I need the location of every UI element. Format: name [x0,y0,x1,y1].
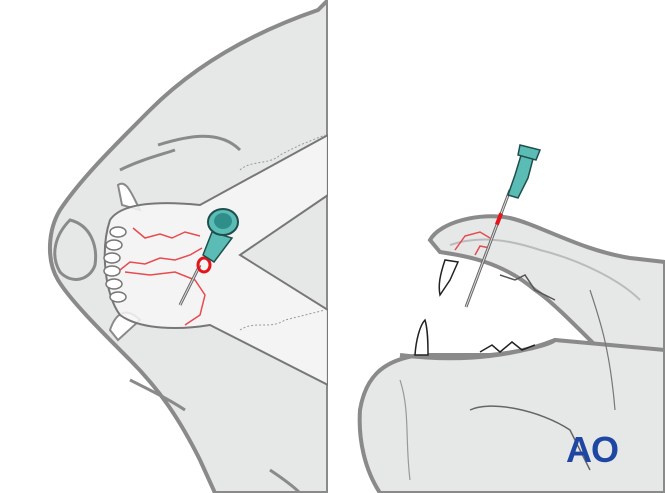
skull-bone-outline [589,289,616,411]
needle-shaft-highlight [179,264,201,306]
molar-outline [239,134,326,171]
lower-jaw-edge [399,338,556,361]
skin-fold-line [129,378,186,412]
skull-bone-outline [399,379,411,481]
upper-canine [438,259,460,297]
right-panel-skull-illustration [340,0,665,493]
nose [53,218,98,281]
needle-hub-opening [214,213,232,229]
molar-outline [239,309,326,331]
mandible-illustration [47,0,328,493]
fracture-line [474,245,491,256]
skin-fold-line [269,468,302,493]
needle-hub [202,231,234,264]
fracture-line [454,231,491,251]
needle-hub-cap [517,144,542,161]
ao-logo: AO [566,429,619,470]
upper-teeth [499,274,556,301]
lower-jaw [357,337,665,493]
lower-teeth [479,341,536,353]
needle-shaft-highlight [465,189,511,308]
incisor-teeth [103,226,127,303]
lower-canine [414,318,429,356]
upper-jaw [427,214,665,363]
insertion-depth-marker [494,212,504,226]
maxilla-bone-outline [449,238,641,301]
left-panel-mandible-illustration [0,0,328,493]
skull-illustration [357,144,665,493]
fracture-lines [119,227,206,326]
insertion-marker-ring [196,256,212,274]
skin-fold-line [119,148,176,172]
skull-bone-outline [469,405,591,471]
skin-fold-line [157,134,242,152]
